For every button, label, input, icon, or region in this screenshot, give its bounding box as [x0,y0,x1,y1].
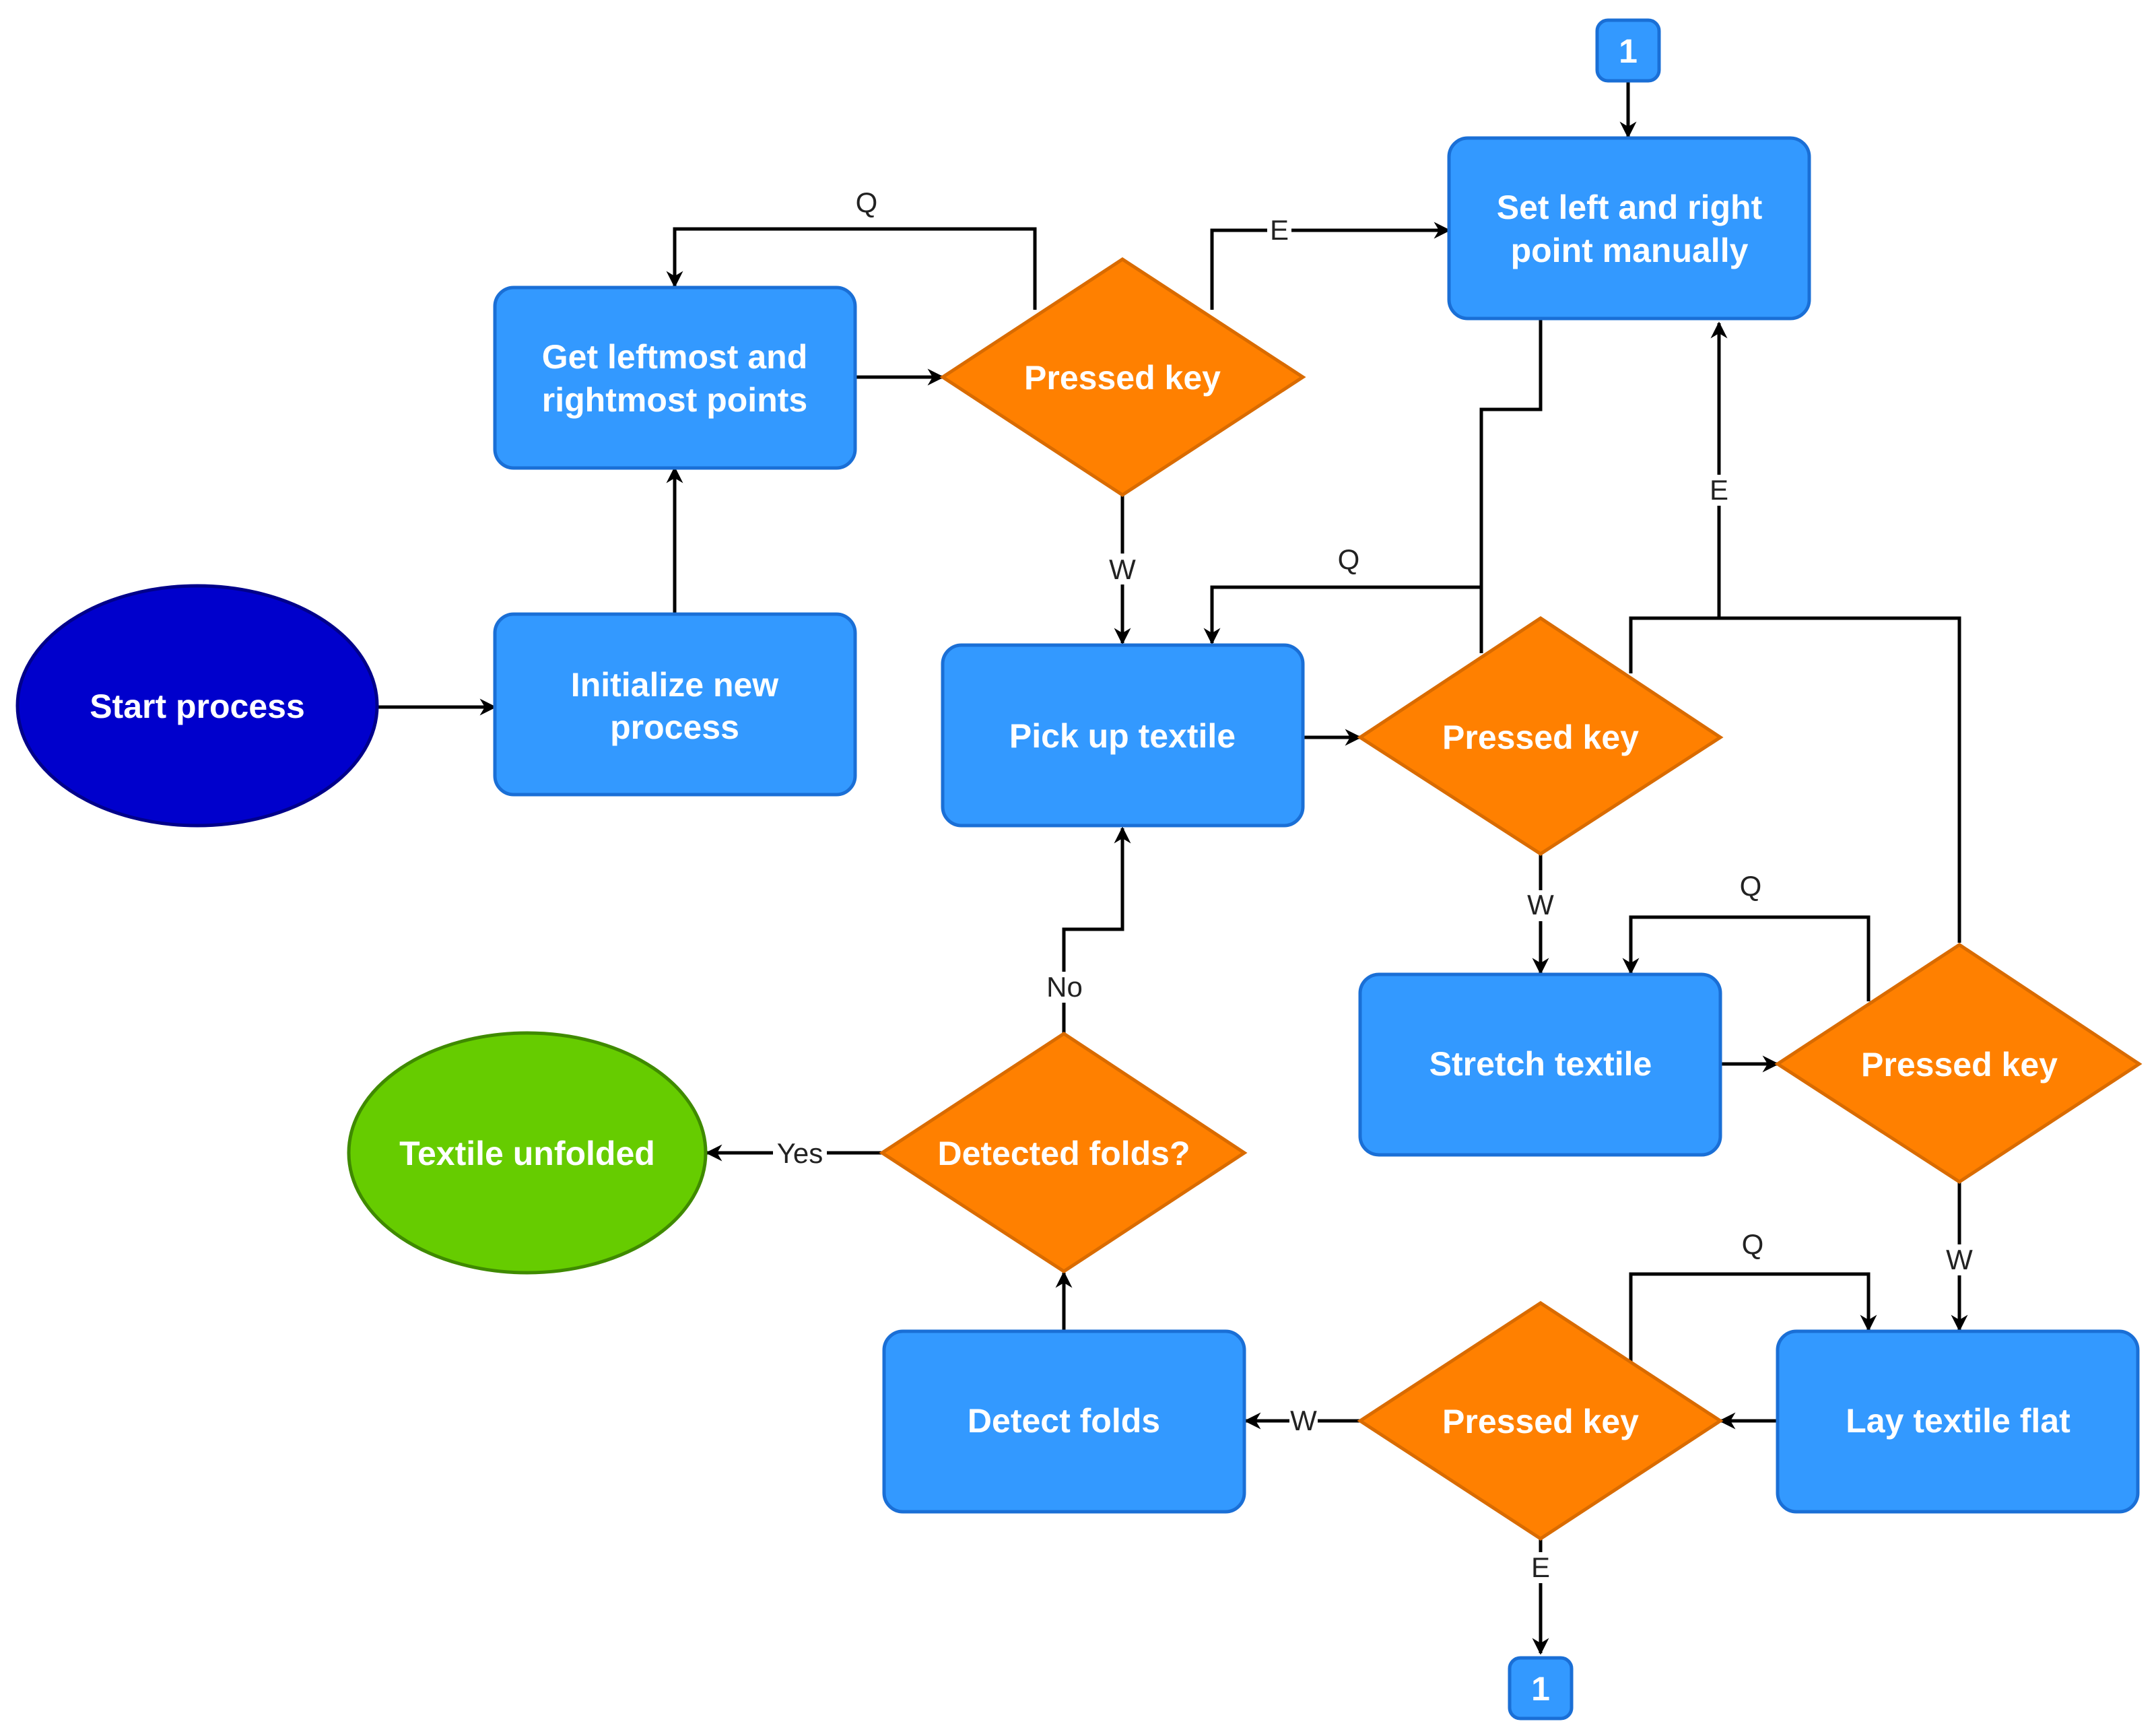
get-points-label-line2: rightmost points [542,381,807,419]
lay-flat-box [1776,1329,2140,1514]
set-manual-label-line2: point manually [1511,232,1749,269]
detect-folds-label: Detect folds [968,1402,1160,1440]
edge-label-no: No [1046,971,1083,1003]
pick-up-box [941,643,1305,828]
connector-top-label: 1 [1619,32,1638,70]
edge-set-manual-down [1479,318,1543,653]
edge-label-yes: Yes [777,1137,823,1169]
start-label: Start process [90,688,305,725]
edge-label-w-key2: W [1527,889,1554,921]
get-points-box [493,286,857,470]
set-manual-label-line1: Set left and right [1497,189,1763,226]
edge-key3-q [1622,915,1871,1001]
detected-folds-label: Detected folds? [937,1135,1190,1172]
edge-label-e-key1: E [1270,214,1289,246]
edge-key2-q [1203,585,1481,645]
pressed-key-4-label: Pressed key [1442,1403,1639,1440]
pressed-key-1-label: Pressed key [1024,359,1221,397]
edge-key4-q [1629,1272,1877,1364]
detect-folds-box [882,1329,1246,1514]
pressed-key-2-diamond [1357,616,1724,856]
detect-folds-node: Detect folds [882,1329,1246,1514]
set-manual-node: Set left and right point manually [1447,136,1811,321]
initialize-box [493,612,857,797]
pressed-key-2-node: Pressed key [1357,616,1724,856]
edge-label-q-key4: Q [1742,1228,1764,1260]
edge-question-no [1062,826,1131,1034]
pressed-key-1-node: Pressed key [939,257,1306,497]
edge-labels: Q E W Q E W Q W Q W E No Yes [773,187,1973,1583]
connector-top-box [1595,18,1661,83]
nodes: Start process Initialize new process Get… [15,18,2143,1721]
detected-folds-diamond [879,1032,1248,1273]
edge-key1-q [666,227,1037,310]
pressed-key-3-node: Pressed key [1774,943,2143,1184]
edge-label-e-up: E [1710,474,1728,506]
start-ellipse [15,584,379,828]
stretch-box [1358,972,1722,1157]
pick-up-node: Pick up textile [941,643,1305,828]
start-node: Start process [15,584,379,828]
connector-bottom: 1 [1508,1656,1574,1721]
initialize-label-line2: process [610,708,739,746]
detected-folds-node: Detected folds? [879,1032,1248,1273]
unfolded-label: Textile unfolded [399,1135,655,1172]
pressed-key-3-diamond [1774,943,2143,1184]
stretch-label: Stretch textile [1429,1045,1652,1083]
initialize-label-line1: Initialize new [571,666,779,704]
unfolded-node: Textile unfolded [347,1031,708,1275]
edge-label-w-key3: W [1946,1244,1973,1275]
edge-label-q-key3: Q [1740,870,1762,902]
connector-top: 1 [1595,18,1661,83]
connector-bottom-box [1508,1656,1574,1721]
stretch-node: Stretch textile [1358,972,1722,1157]
lay-flat-node: Lay textile flat [1776,1329,2140,1514]
pressed-key-1-diamond [939,257,1306,497]
get-points-label-line1: Get leftmost and [542,338,807,376]
initialize-node: Initialize new process [493,612,857,797]
connector-bottom-label: 1 [1531,1670,1550,1708]
pick-up-label: Pick up textile [1009,717,1236,755]
pressed-key-4-diamond [1357,1301,1724,1541]
unfolded-ellipse [347,1031,708,1275]
edge-key-e-up [1629,616,1961,943]
set-manual-box [1447,136,1811,321]
edge-label-w-key1: W [1109,554,1136,585]
edge-label-e-key4: E [1531,1551,1550,1583]
pressed-key-3-label: Pressed key [1861,1046,2058,1083]
edge-label-q-key1: Q [856,187,878,218]
pressed-key-4-node: Pressed key [1357,1301,1724,1541]
edge-label-q-key2: Q [1338,543,1360,575]
pressed-key-2-label: Pressed key [1442,719,1639,756]
lay-flat-label: Lay textile flat [1846,1402,2070,1440]
edge-key1-e [1210,222,1451,310]
edge-label-w-key4: W [1290,1405,1317,1436]
get-points-node: Get leftmost and rightmost points [493,286,857,470]
